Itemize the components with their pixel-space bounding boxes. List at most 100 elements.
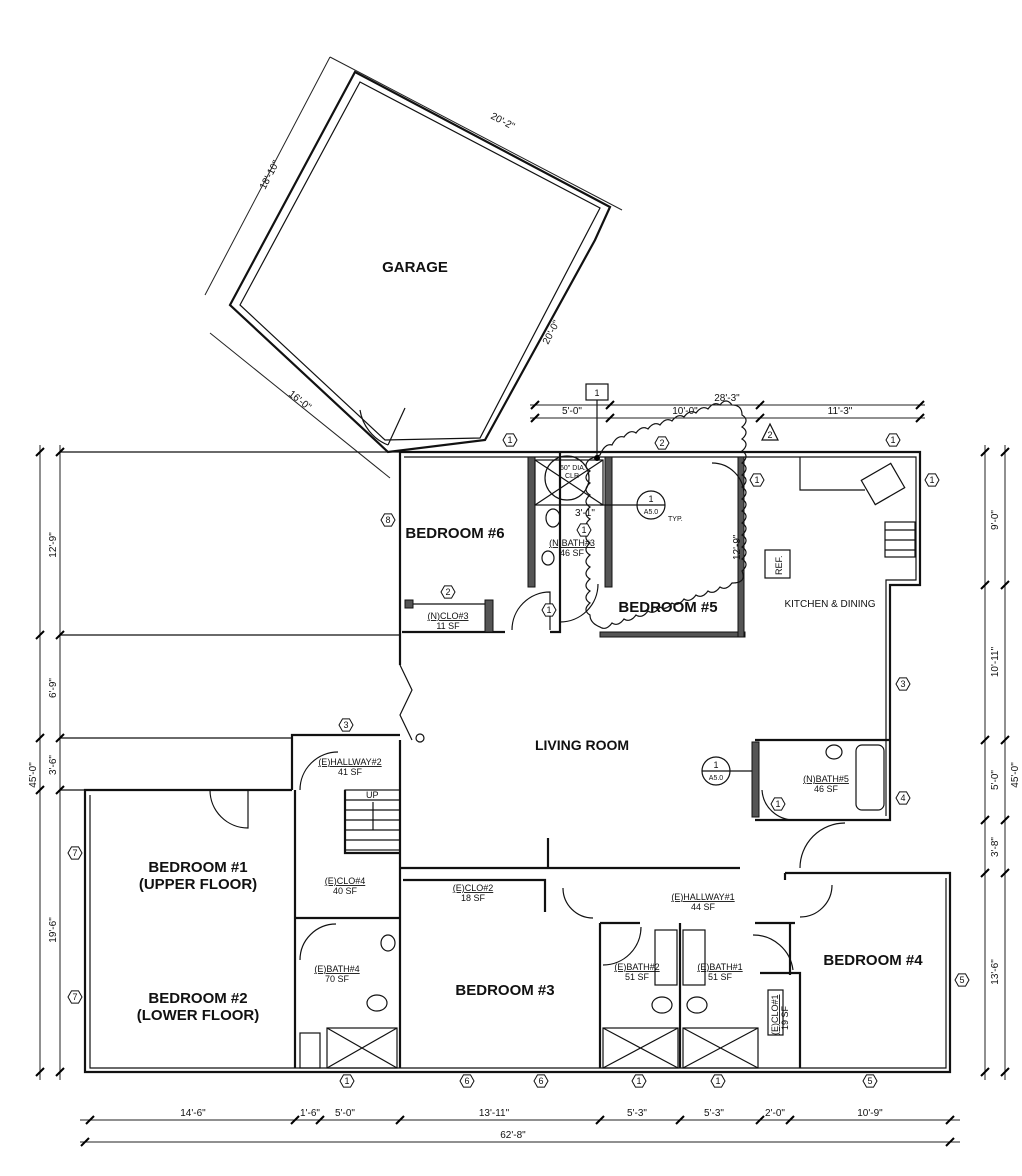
room-label-bedroom-1-sub: (UPPER FLOOR) [139, 876, 257, 893]
dimension-tick [755, 413, 765, 423]
window-tag-number: 6 [464, 1076, 469, 1086]
hexagon-icon [576, 523, 592, 537]
window-tag-number: 1 [546, 605, 551, 615]
room-labels: BEDROOM #6 BEDROOM #5 KITCHEN & DINING L… [137, 525, 923, 1024]
space-clo2-area: 18 SF [461, 893, 486, 903]
dimension-tick [980, 447, 990, 457]
space-hall1-area: 44 SF [691, 902, 716, 912]
hexagon-icon [440, 585, 456, 599]
space-bath2-area: 51 SF [625, 972, 650, 982]
window-tag: 6 [533, 1074, 549, 1088]
space-clo2: (E)CLO#2 [453, 883, 494, 893]
window-tag: 3 [895, 677, 911, 691]
space-bath5-area: 46 SF [814, 784, 839, 794]
dimension-tick [290, 1115, 300, 1125]
space-clo1-area: 19 SF [780, 1005, 790, 1030]
dimensions: 28'-3" 5'-0" 10'-0" 11'-3" 45'-0" 12'-9"… [28, 393, 1021, 1147]
hexagon-icon [885, 433, 901, 447]
window-tag: 2 [654, 436, 670, 450]
keynote-number: 1 [594, 388, 599, 398]
dimension-tick [55, 733, 65, 743]
dimension-tick [980, 868, 990, 878]
dim-bottom-total: 62'-8" [500, 1130, 526, 1141]
space-hall2-area: 41 SF [338, 767, 363, 777]
hexagon-icon [895, 677, 911, 691]
dim-garage-left: 18'-10" [258, 158, 282, 191]
space-bath3-area: 46 SF [560, 548, 585, 558]
dim-top-3: 11'-3" [828, 406, 853, 417]
window-tag: 7 [67, 846, 83, 860]
window-tag: 1 [541, 603, 557, 617]
dimension-tick [755, 1115, 765, 1125]
dim-left-4: 19'-6" [48, 917, 59, 943]
section-number: 1 [713, 760, 718, 770]
dimension-tick [605, 400, 615, 410]
space-bath5: (N)BATH#5 [803, 774, 849, 784]
dimension-tick [1000, 580, 1010, 590]
dim-left-3: 3'-6" [48, 755, 59, 775]
dimension-tick [395, 1115, 405, 1125]
hexagon-icon [339, 1074, 355, 1088]
window-tag: 1 [924, 473, 940, 487]
space-bath2: (E)BATH#2 [614, 962, 659, 972]
window-tag: 8 [380, 513, 396, 527]
window-tag: 1 [710, 1074, 726, 1088]
window-tag-number: 1 [344, 1076, 349, 1086]
window-tag: 2 [440, 585, 456, 599]
room-label-living: LIVING ROOM [535, 737, 629, 753]
dimension-tick [35, 1067, 45, 1077]
space-clo4: (E)CLO#4 [325, 876, 366, 886]
dim-right-3: 5'-0" [990, 770, 1001, 790]
space-labels: (N)BATH#3 46 SF (N)CLO#3 11 SF (E)HALLWA… [314, 538, 849, 1035]
window-tag: 1 [749, 473, 765, 487]
revision-cloud [585, 400, 747, 629]
hexagon-icon [954, 973, 970, 987]
dimension-tick [785, 1115, 795, 1125]
window-tag: 3 [338, 718, 354, 732]
window-tag-number: 2 [659, 438, 664, 448]
dim-bottom-2: 1'-6" [300, 1108, 320, 1119]
dim-12-9: 12'-9" [732, 534, 743, 560]
hexagon-icon [533, 1074, 549, 1088]
hexagon-icon [710, 1074, 726, 1088]
dimension-tick [55, 1067, 65, 1077]
hexagon-icon [631, 1074, 647, 1088]
hexagon-icon [749, 473, 765, 487]
room-label-kitchen: KITCHEN & DINING [784, 599, 875, 610]
dim-top-2: 10'-0" [672, 406, 698, 417]
dim-left-total: 45'-0" [28, 762, 39, 788]
dim-top-total: 28'-3" [714, 393, 740, 404]
hexagon-icon [770, 797, 786, 811]
room-label-garage: GARAGE [382, 259, 448, 276]
dimension-tick [1000, 815, 1010, 825]
hexagon-icon [67, 990, 83, 1004]
window-tag: 5 [862, 1074, 878, 1088]
dim-right-1: 9'-0" [990, 510, 1001, 530]
dimension-tick [85, 1115, 95, 1125]
space-clo3: (N)CLO#3 [427, 611, 468, 621]
dimension-tick [315, 1115, 325, 1125]
dimension-tick [755, 400, 765, 410]
fixtures: REF. [299, 457, 916, 1069]
window-tag: 1 [502, 433, 518, 447]
dimension-tick [1000, 868, 1010, 878]
space-hall1: (E)HALLWAY#1 [671, 892, 734, 902]
garage-door-swing [359, 409, 389, 446]
hexagon-icon [895, 791, 911, 805]
window-tag-number: 1 [715, 1076, 720, 1086]
section-sheet: A5.0 [709, 775, 724, 782]
space-bath1: (E)BATH#1 [697, 962, 742, 972]
hexagon-icon [380, 513, 396, 527]
dimension-tick [1000, 1067, 1010, 1077]
dim-left-2: 6'-9" [48, 678, 59, 698]
window-tag-number: 6 [538, 1076, 543, 1086]
dimension-tick [35, 447, 45, 457]
dimension-tick [1000, 447, 1010, 457]
space-clo4-area: 40 SF [333, 886, 358, 896]
dimension-tick [980, 1067, 990, 1077]
revision-triangle [761, 422, 779, 441]
room-label-bedroom-5: BEDROOM #5 [618, 599, 717, 616]
dimension-tick [915, 413, 925, 423]
section-marker-b: 1 A5.0 [701, 756, 752, 786]
